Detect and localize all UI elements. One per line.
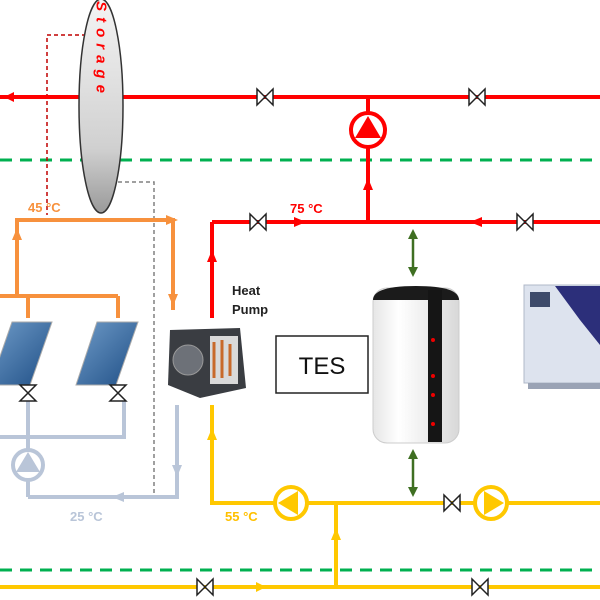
thermal-tank-icon xyxy=(372,286,460,444)
chiller-unit-icon xyxy=(523,284,600,389)
pump-icon[interactable] xyxy=(349,111,387,149)
exchange-arrow-top xyxy=(408,229,418,277)
pump-icon[interactable] xyxy=(11,448,45,482)
storage-link-red xyxy=(46,34,86,215)
heat-pump-label-line1: Heat xyxy=(232,283,261,298)
exchange-arrow-bottom xyxy=(408,449,418,497)
valve-icon[interactable] xyxy=(471,577,489,597)
heat-pump-label-line2: Pump xyxy=(232,302,268,317)
medium-flow-arrows xyxy=(207,428,341,592)
solar-flow-arrows xyxy=(12,215,178,306)
solar-collector-icon xyxy=(0,321,53,386)
temp-label-45: 45 °C xyxy=(28,200,61,215)
pump-icon[interactable] xyxy=(473,485,509,521)
heat-pump-unit-icon xyxy=(168,328,246,398)
return-flow-arrows xyxy=(112,465,182,502)
valve-icon[interactable] xyxy=(516,212,534,232)
solar-loop xyxy=(0,218,175,318)
storage-vessel: Storage xyxy=(78,0,124,214)
temp-label-55: 55 °C xyxy=(225,509,258,524)
valve-icon[interactable] xyxy=(443,493,461,513)
temp-label-75: 75 °C xyxy=(290,201,323,216)
storage-link-gray xyxy=(118,181,155,498)
solar-collector-icon xyxy=(75,321,139,386)
pump-icon[interactable] xyxy=(273,485,309,521)
hot-flow-arrows xyxy=(4,92,482,262)
tes-label: TES xyxy=(299,353,346,380)
valve-icon[interactable] xyxy=(196,577,214,597)
valve-icon[interactable] xyxy=(249,212,267,232)
valve-icon[interactable] xyxy=(256,87,274,107)
valve-icon[interactable] xyxy=(468,87,486,107)
temp-label-25: 25 °C xyxy=(70,509,103,524)
valve-icon[interactable] xyxy=(18,384,38,402)
tes-box xyxy=(275,335,369,394)
valve-icon[interactable] xyxy=(108,384,128,402)
storage-label: Storage xyxy=(93,1,110,99)
